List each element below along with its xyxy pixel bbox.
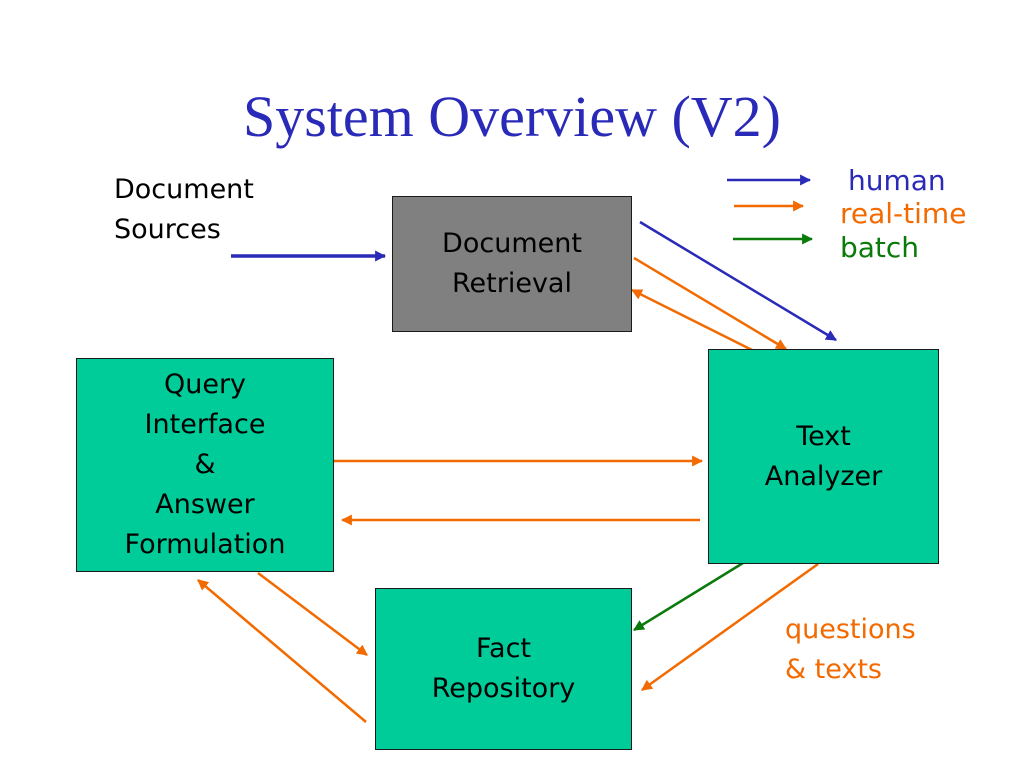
questions-texts-annotation: questions & texts xyxy=(785,614,916,685)
arrow-analyzer-to-repository xyxy=(641,562,819,692)
arrow-query-to-repository xyxy=(257,572,368,656)
legend-batch-label: batch xyxy=(840,231,920,264)
arrow-repository-to-query xyxy=(197,579,367,723)
document-retrieval-box: Document Retrieval xyxy=(392,196,632,332)
document-retrieval-label: Document Retrieval xyxy=(442,228,582,299)
legend-human-label: human xyxy=(848,164,946,197)
arrow-analyzer-to-retrieval xyxy=(631,288,757,354)
arrow-analyzer-to-repository-batch xyxy=(633,561,744,632)
text-analyzer-label: Text Analyzer xyxy=(764,420,883,492)
query-interface-label: Query Interface & Answer Formulation xyxy=(124,369,286,560)
fact-repository-label: Fact Repository xyxy=(431,633,576,704)
document-sources-label: Document Sources xyxy=(114,174,254,245)
page-title: System Overview (V2) xyxy=(242,84,781,149)
text-analyzer-box: Text Analyzer xyxy=(708,349,939,564)
fact-repository-box: Fact Repository xyxy=(375,588,632,750)
arrow-retrieval-to-analyzer xyxy=(633,256,787,351)
query-interface-box: Query Interface & Answer Formulation xyxy=(76,358,334,572)
arrow-retrieval-to-analyzer-human xyxy=(639,220,837,342)
legend-realtime-label: real-time xyxy=(840,197,967,230)
